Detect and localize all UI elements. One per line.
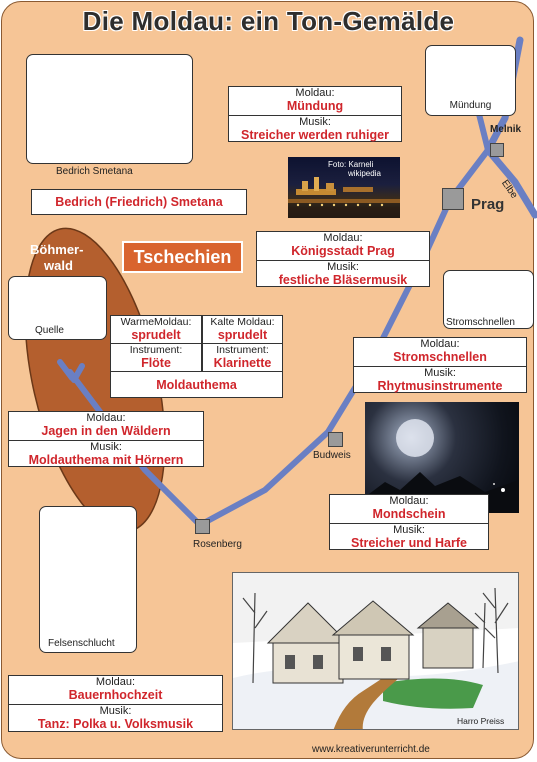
moldau-label: Moldau:: [86, 412, 126, 424]
moldau-value: Mündung: [286, 99, 344, 113]
region-label-line1: Böhmer-: [30, 242, 84, 257]
footer-url: www.kreativerunterricht.de: [312, 744, 430, 755]
felsenschlucht-photo-frame: Felsenschlucht: [39, 506, 137, 653]
section-jagen-moldau: Moldau: Jagen in den Wäldern: [9, 412, 203, 441]
moldau-source-branch: [57, 359, 75, 381]
section-bauernhochzeit: Moldau: Bauernhochzeit Musik: Tanz: Polk…: [8, 675, 223, 732]
rosenberg-marker: [195, 519, 210, 534]
smetana-photo-frame: [26, 54, 193, 164]
warm-moldau-value: sprudelt: [131, 328, 181, 342]
photo-credit: Foto: Karneli wikipedia: [328, 160, 381, 178]
moldau-value: Mondschein: [372, 507, 446, 521]
section-koenigsstadt-musik: Musik: festliche Bläsermusik: [257, 261, 429, 288]
musik-value: Rhytmusinstrumente: [377, 379, 503, 393]
budweis-marker: [328, 432, 343, 447]
section-jagen: Moldau: Jagen in den Wäldern Musik: Mold…: [8, 411, 204, 467]
section-mondschein-moldau: Moldau: Mondschein: [330, 495, 488, 524]
musik-label: Musik:: [299, 116, 331, 128]
region-label-line2: wald: [44, 258, 73, 273]
musik-value: Streicher werden ruhiger: [241, 128, 389, 142]
page-title: Die Moldau: ein Ton-Gemälde: [82, 6, 455, 36]
country-box: Tschechien: [122, 241, 243, 273]
musik-label: Musik:: [327, 261, 359, 273]
instrument-floete-cell: Instrument: Flöte: [110, 343, 202, 372]
village-image: [233, 573, 518, 729]
section-koenigsstadt-moldau: Moldau: Königsstadt Prag: [257, 232, 429, 261]
section-stromschnellen-moldau: Moldau: Stromschnellen: [354, 338, 526, 367]
moldauthema-cell: Moldauthema: [110, 371, 283, 398]
section-koenigsstadt: Moldau: Königsstadt Prag Musik: festlich…: [256, 231, 430, 287]
quelle-photo-frame: Quelle: [8, 276, 107, 340]
musik-value: Streicher und Harfe: [350, 536, 467, 550]
muendung-photo-frame: Mündung: [425, 45, 516, 116]
moldau-label: Moldau:: [95, 676, 136, 688]
melnik-label: Melnik: [490, 124, 522, 135]
musik-label: Musik:: [424, 367, 456, 379]
section-muendung: Moldau: Mündung Musik: Streicher werden …: [228, 86, 402, 142]
section-mondschein: Moldau: Mondschein Musik: Streicher und …: [329, 494, 489, 550]
instrument-label: Instrument:: [216, 344, 269, 356]
section-bauernhochzeit-moldau: Moldau: Bauernhochzeit: [9, 676, 222, 705]
section-jagen-musik: Musik: Moldauthema mit Hörnern: [9, 441, 203, 468]
instrument-value: Klarinette: [213, 356, 272, 370]
moldau-value: Jagen in den Wäldern: [41, 424, 171, 438]
section-stromschnellen: Moldau: Stromschnellen Musik: Rhytmusins…: [353, 337, 527, 393]
quelle-photo-label: Quelle: [35, 325, 64, 336]
section-mondschein-musik: Musik: Streicher und Harfe: [330, 524, 488, 551]
moldau-source-branch-2: [71, 363, 85, 383]
moldau-value: Bauernhochzeit: [68, 688, 163, 702]
musik-label: Musik:: [393, 524, 425, 536]
photo-credit-line1: Foto: Karneli: [328, 160, 374, 169]
section-muendung-musik: Musik: Streicher werden ruhiger: [229, 116, 401, 143]
section-stromschnellen-musik: Musik: Rhytmusinstrumente: [354, 367, 526, 394]
melnik-marker: [490, 143, 504, 157]
stromschnellen-photo-label: Stromschnellen: [446, 317, 515, 328]
instrument-label: Instrument:: [129, 344, 183, 356]
moldau-label: Moldau:: [420, 338, 460, 350]
section-muendung-moldau: Moldau: Mündung: [229, 87, 401, 116]
musik-label: Musik:: [90, 441, 122, 453]
elbe-river-south: [484, 146, 537, 219]
moldauthema-value: Moldauthema: [156, 378, 237, 392]
prag-marker: [442, 188, 464, 210]
moldau-value: Stromschnellen: [393, 350, 487, 364]
instrument-klarinette-cell: Instrument: Klarinette: [202, 343, 283, 372]
muendung-photo-label: Mündung: [449, 100, 492, 111]
prag-night-photo: Foto: Karneli wikipedia: [288, 157, 400, 218]
musik-value: Moldauthema mit Hörnern: [28, 453, 184, 467]
warm-moldau-label: WarmeMoldau:: [120, 316, 192, 328]
warm-moldau-cell: WarmeMoldau: sprudelt: [110, 315, 202, 344]
stromschnellen-photo-frame: Stromschnellen: [443, 270, 534, 329]
moldau-label: Moldau:: [295, 87, 335, 99]
prag-label: Prag: [471, 196, 505, 213]
moldau-label: Moldau:: [389, 495, 429, 507]
instrument-value: Flöte: [141, 356, 171, 370]
smetana-photo-label: Bedrich Smetana: [56, 166, 133, 177]
musik-label: Musik:: [99, 705, 132, 717]
composer-name-box: Bedrich (Friedrich) Smetana: [31, 189, 247, 215]
kalt-moldau-label: Kalte Moldau:: [210, 316, 275, 328]
section-bauernhochzeit-musik: Musik: Tanz: Polka u. Volksmusik: [9, 705, 222, 733]
musik-value: festliche Bläsermusik: [278, 273, 408, 287]
musik-value: Tanz: Polka u. Volksmusik: [37, 717, 194, 731]
kalt-moldau-value: sprudelt: [217, 328, 268, 342]
bauernhochzeit-illustration: Harro Preiss: [232, 572, 519, 730]
region-label: Böhmer- wald: [30, 242, 83, 274]
budweis-label: Budweis: [313, 450, 351, 461]
moldau-label: Moldau:: [323, 232, 363, 244]
felsenschlucht-photo-label: Felsenschlucht: [48, 638, 115, 649]
composer-name: Bedrich (Friedrich) Smetana: [55, 195, 223, 209]
prag-skyline-image: [288, 177, 400, 218]
kalt-moldau-cell: Kalte Moldau: sprudelt: [202, 315, 283, 344]
photo-credit-line2: wikipedia: [348, 169, 381, 178]
moldau-value: Königsstadt Prag: [291, 244, 395, 258]
illustration-credit: Harro Preiss: [457, 716, 505, 726]
rosenberg-label: Rosenberg: [193, 539, 242, 550]
